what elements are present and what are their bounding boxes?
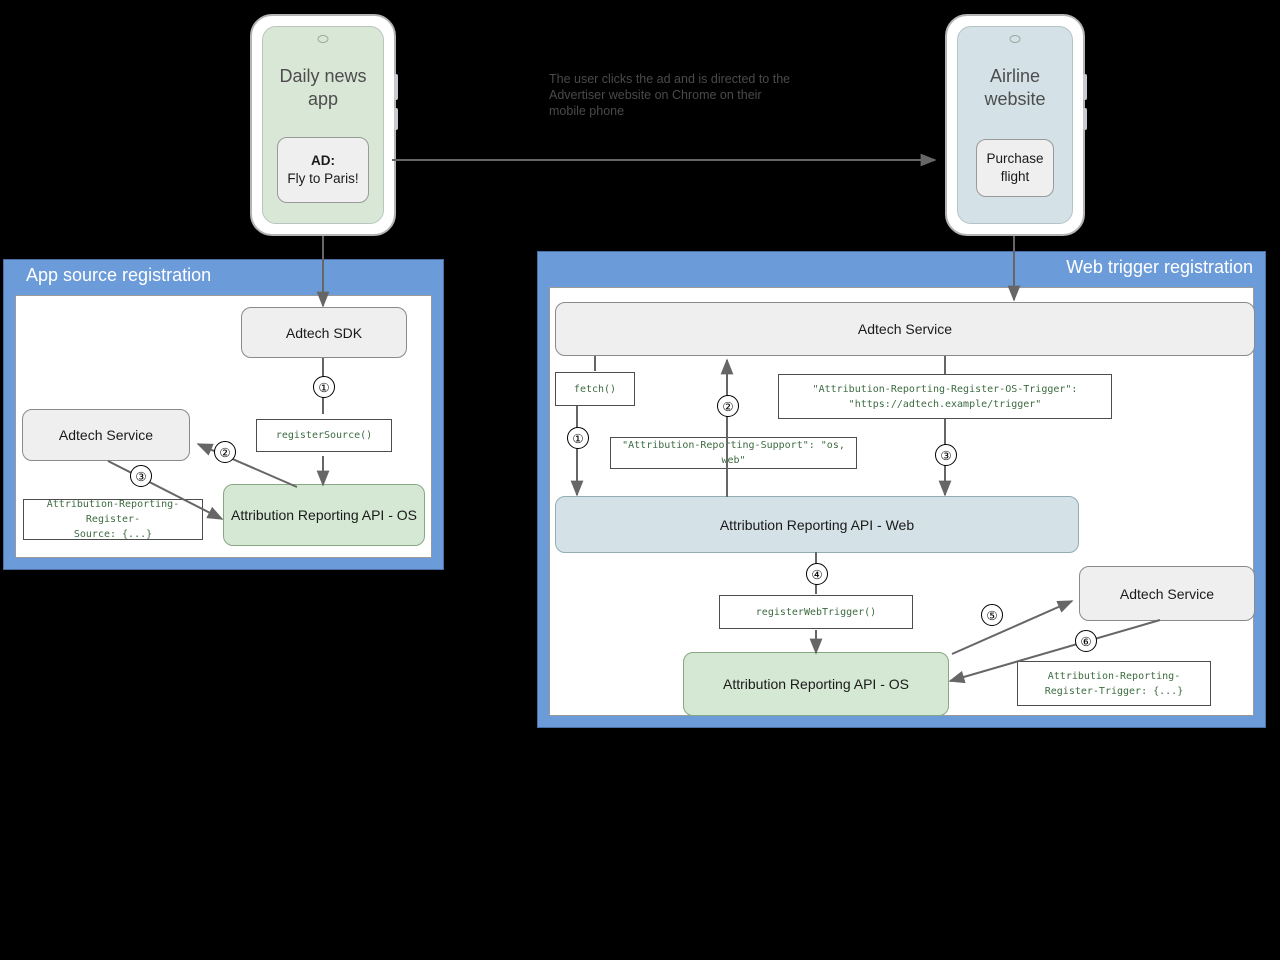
node-adtech-service-web-bottom-label: Adtech Service <box>1119 585 1215 602</box>
node-adtech-service-web-bottom[interactable]: Adtech Service <box>1079 566 1255 621</box>
code-register-web-trigger: registerWebTrigger() <box>719 595 913 629</box>
phone-screen: Airline website Purchase flight <box>957 26 1073 224</box>
step-marker-2-app: ② <box>214 441 236 463</box>
phone-app-title: Daily news app <box>279 66 367 109</box>
code-register-source-header: Attribution-Reporting-Register- Source: … <box>23 499 203 540</box>
phone-side-button <box>1083 108 1087 130</box>
code-support-header: "Attribution-Reporting-Support": "os, we… <box>610 437 857 469</box>
step-marker-3-app: ③ <box>130 465 152 487</box>
step-marker-4-web: ④ <box>806 563 828 585</box>
node-adtech-service-web-top[interactable]: Adtech Service <box>555 302 1255 356</box>
step-marker-3-web: ③ <box>935 444 957 466</box>
node-ar-api-web-label: Attribution Reporting API - Web <box>719 516 915 533</box>
node-ar-api-os-app[interactable]: Attribution Reporting API - OS <box>223 484 425 546</box>
code-os-trigger-header: "Attribution-Reporting-Register-OS-Trigg… <box>778 374 1112 419</box>
step-marker-6-web: ⑥ <box>1075 630 1097 652</box>
ad-card-label: AD: <box>311 153 335 168</box>
node-adtech-service-app-label: Adtech Service <box>58 427 154 443</box>
phone-side-button <box>394 74 398 100</box>
panel-app-source-title: App source registration <box>26 265 212 285</box>
node-adtech-sdk-label: Adtech SDK <box>285 324 363 341</box>
phone-daily-news-app: Daily news app AD: Fly to Paris! <box>250 14 398 236</box>
phone-screen: Daily news app AD: Fly to Paris! <box>262 26 384 224</box>
phone-camera-icon <box>317 35 329 43</box>
step-marker-1-web: ① <box>567 427 589 449</box>
ad-card-text: Fly to Paris! <box>287 171 359 186</box>
purchase-flight-text: Purchase flight <box>986 151 1044 184</box>
ad-card[interactable]: AD: Fly to Paris! <box>277 137 369 203</box>
step-marker-2-web: ② <box>717 395 739 417</box>
code-register-trigger-header: Attribution-Reporting- Register-Trigger:… <box>1017 661 1211 706</box>
flow-caption: The user clicks the ad and is directed t… <box>549 72 791 118</box>
step-marker-1-app: ① <box>313 376 335 398</box>
phone-site-title: Airline website <box>984 66 1046 109</box>
code-register-source: registerSource() <box>256 419 392 452</box>
node-ar-api-os-web-label: Attribution Reporting API - OS <box>723 676 909 692</box>
node-adtech-sdk[interactable]: Adtech SDK <box>241 307 407 358</box>
step-marker-5-web: ⑤ <box>981 604 1003 626</box>
node-adtech-service-web-top-label: Adtech Service <box>857 321 953 337</box>
node-adtech-service-app[interactable]: Adtech Service <box>22 409 190 461</box>
panel-web-trigger-title: Web trigger registration <box>1066 257 1253 277</box>
node-ar-api-os-app-label: Attribution Reporting API - OS <box>231 507 417 523</box>
node-ar-api-os-web[interactable]: Attribution Reporting API - OS <box>683 652 949 716</box>
phone-side-button <box>1083 74 1087 100</box>
node-ar-api-web[interactable]: Attribution Reporting API - Web <box>555 496 1079 553</box>
phone-camera-icon <box>1009 35 1021 43</box>
purchase-flight-card[interactable]: Purchase flight <box>976 139 1054 197</box>
code-fetch: fetch() <box>555 372 635 406</box>
phone-side-button <box>394 108 398 130</box>
phone-airline-website: Airline website Purchase flight <box>945 14 1087 236</box>
